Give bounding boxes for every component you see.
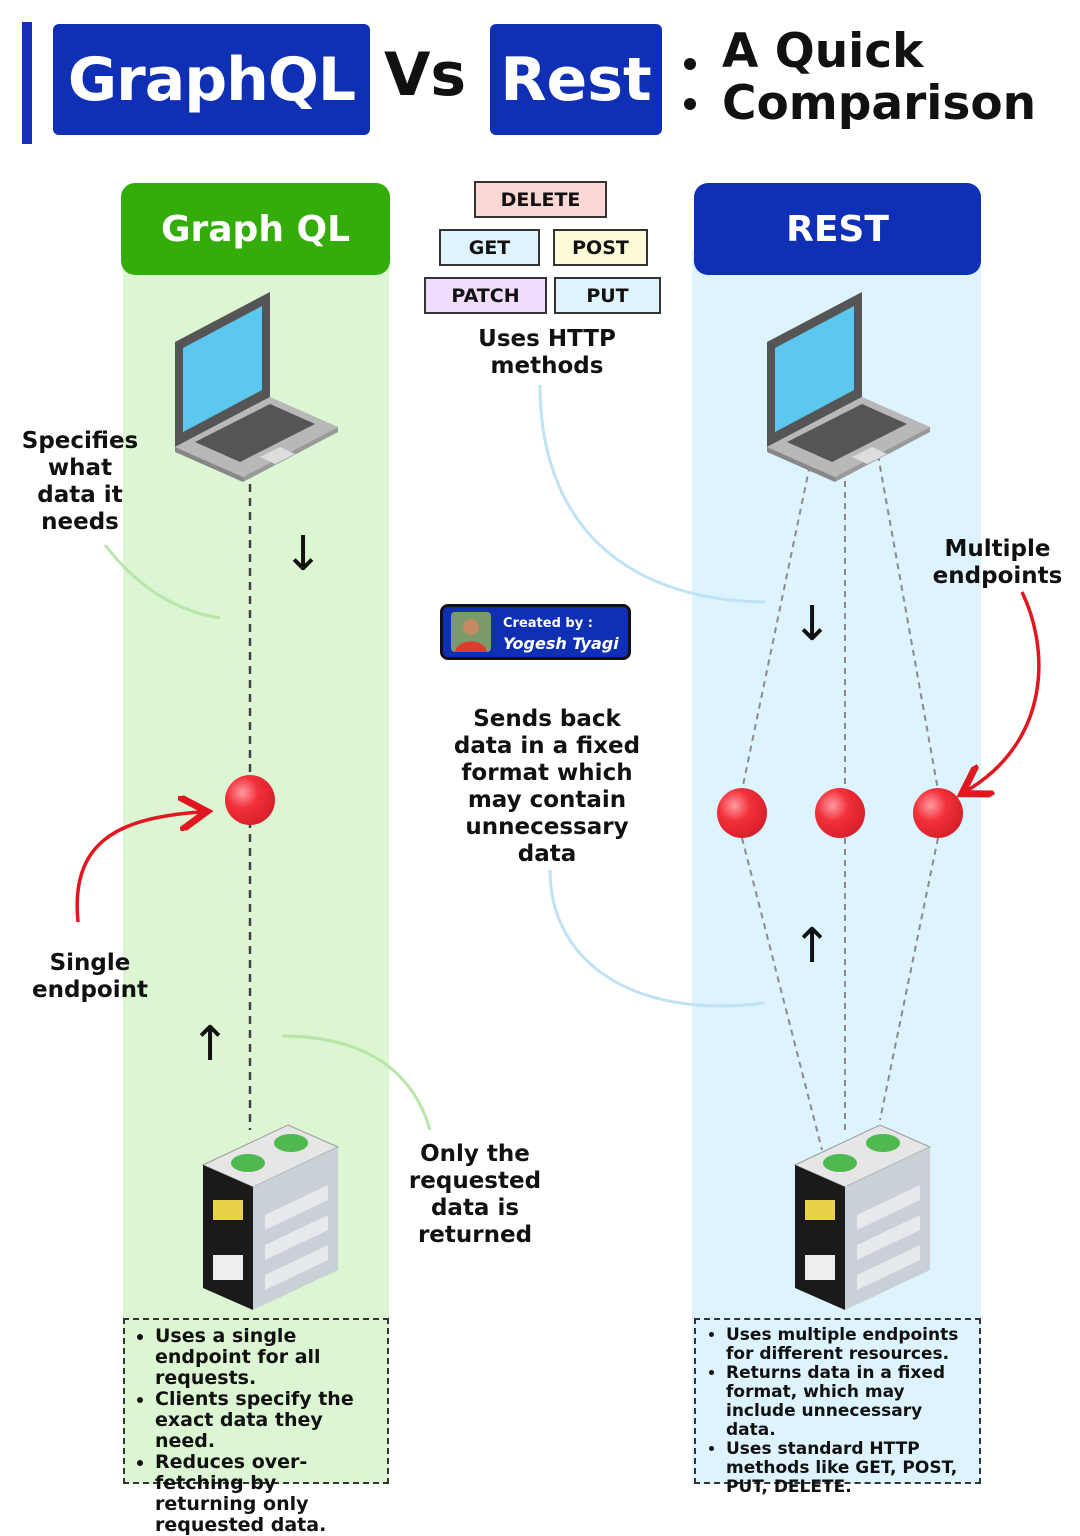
label-specifies-data: Specifies what data it needs: [15, 428, 145, 536]
title-vs: Vs: [384, 40, 467, 110]
method-patch: PATCH: [424, 277, 547, 314]
single-endpoint-arrow: [75, 812, 200, 923]
label-line: Only the: [420, 1141, 530, 1167]
up-arrow-icon: ↑: [792, 918, 833, 974]
caption-line: Uses HTTP: [478, 326, 616, 352]
summary-item: Clients specify the exact data they need…: [155, 1389, 381, 1452]
rest-line: [741, 837, 823, 1151]
label-line: may contain: [467, 787, 627, 813]
rest-line: [877, 454, 939, 791]
label-line: returned: [417, 1222, 533, 1248]
summary-item: Uses standard HTTP methods like GET, POS…: [726, 1440, 973, 1497]
rest-line: [741, 454, 813, 791]
label-only-requested: Only the requested data is returned: [400, 1141, 550, 1249]
label-line: Sends back: [473, 706, 621, 732]
method-delete: DELETE: [474, 181, 607, 218]
label-line: data is: [430, 1195, 520, 1221]
method-get: GET: [439, 229, 540, 266]
label-line: Specifies: [21, 428, 139, 454]
rest-summary: Uses multiple endpoints for different re…: [694, 1318, 981, 1497]
label-line: data in a fixed: [453, 733, 641, 759]
title-line-1: A Quick: [722, 24, 924, 79]
label-line: endpoint: [32, 977, 148, 1003]
label-line: data: [517, 841, 577, 867]
method-post: POST: [553, 229, 648, 266]
label-line: format which: [461, 760, 633, 786]
diagram-graphics: [75, 292, 1041, 1310]
graphql-header: Graph QL: [121, 183, 390, 275]
avatar: [451, 612, 491, 652]
down-arrow-icon: ↓: [283, 526, 324, 582]
credit-label: Created by :: [503, 616, 593, 631]
endpoint-dot-icon: [225, 775, 275, 825]
rest-line: [879, 837, 939, 1121]
label-line: needs: [41, 509, 119, 535]
connector-curve: [281, 1034, 432, 1131]
method-put: PUT: [554, 277, 661, 314]
endpoint-dot-icon: [717, 788, 767, 838]
connector-curve: [538, 384, 766, 604]
label-multiple-endpoints: Multiple endpoints: [920, 536, 1075, 590]
summary-item: Uses multiple endpoints for different re…: [726, 1326, 973, 1364]
title-rest: Rest: [490, 24, 662, 135]
label-single-endpoint: Single endpoint: [25, 950, 155, 1004]
title-accent-bar: [22, 22, 32, 144]
credit-badge: Created by : Yogesh Tyagi: [440, 604, 631, 660]
label-line: unnecessary: [465, 814, 629, 840]
graphql-summary: Uses a single endpoint for all requests.…: [123, 1318, 389, 1536]
label-line: endpoints: [932, 563, 1063, 589]
label-line: Multiple: [944, 536, 1051, 562]
summary-item: Reduces over-fetching by returning only …: [155, 1452, 381, 1536]
label-line: Single: [49, 950, 131, 976]
title-subtitle: A Quick Comparison: [722, 26, 1036, 130]
http-methods-caption: Uses HTTP methods: [462, 326, 632, 380]
up-arrow-icon: ↑: [190, 1016, 231, 1072]
title-line-2: Comparison: [722, 76, 1037, 131]
endpoint-dot-icon: [913, 788, 963, 838]
endpoint-dot-icon: [815, 788, 865, 838]
label-line: requested: [408, 1168, 542, 1194]
title-colon: [680, 50, 700, 130]
rest-header: REST: [694, 183, 981, 275]
laptop-icon: [175, 292, 338, 482]
connector-curve: [103, 544, 221, 620]
label-line: what: [47, 455, 113, 481]
caption-line: methods: [490, 353, 604, 379]
down-arrow-icon: ↓: [792, 596, 833, 652]
server-icon: [201, 1124, 340, 1310]
multiple-endpoints-arrow: [968, 591, 1041, 790]
summary-item: Uses a single endpoint for all requests.: [155, 1326, 381, 1389]
server-icon: [793, 1124, 932, 1310]
summary-item: Returns data in a fixed format, which ma…: [726, 1364, 973, 1440]
label-line: data it: [37, 482, 123, 508]
title-graphql: GraphQL: [53, 24, 370, 135]
laptop-icon: [767, 292, 930, 482]
credit-author: Yogesh Tyagi: [503, 634, 619, 653]
label-sends-back: Sends back data in a fixed format which …: [447, 706, 647, 868]
connector-curve: [548, 869, 766, 1008]
